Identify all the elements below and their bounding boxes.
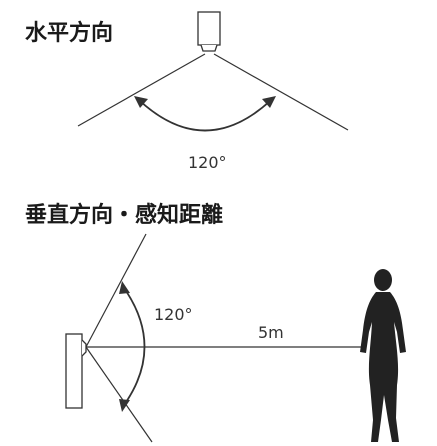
sensor-side-icon [65, 333, 87, 409]
vertical-angle-label: 120° [154, 305, 193, 324]
vertical-section: 垂直方向・感知距離 120° 5m [25, 202, 406, 443]
vertical-cone-top [85, 233, 147, 348]
horizontal-angle-arc [139, 100, 271, 132]
vertical-arrowhead-bottom [119, 399, 130, 412]
arc-arrowhead-left [134, 96, 148, 108]
horizontal-section: 水平方向 120° [25, 11, 349, 172]
vertical-title: 垂直方向・感知距離 [25, 202, 223, 228]
horizontal-angle-label: 120° [188, 153, 227, 172]
horizontal-cone-left [77, 53, 206, 127]
horizontal-title: 水平方向 [25, 20, 113, 46]
vertical-cone-bottom [85, 346, 153, 443]
distance-label: 5m [258, 323, 284, 342]
person-silhouette-icon [360, 269, 406, 442]
vertical-arrowhead-top [119, 281, 130, 294]
vertical-angle-arc [123, 287, 146, 406]
arc-arrowhead-right [262, 96, 276, 108]
sensor-device-icon [197, 11, 221, 52]
horizontal-cone-right [213, 53, 349, 131]
